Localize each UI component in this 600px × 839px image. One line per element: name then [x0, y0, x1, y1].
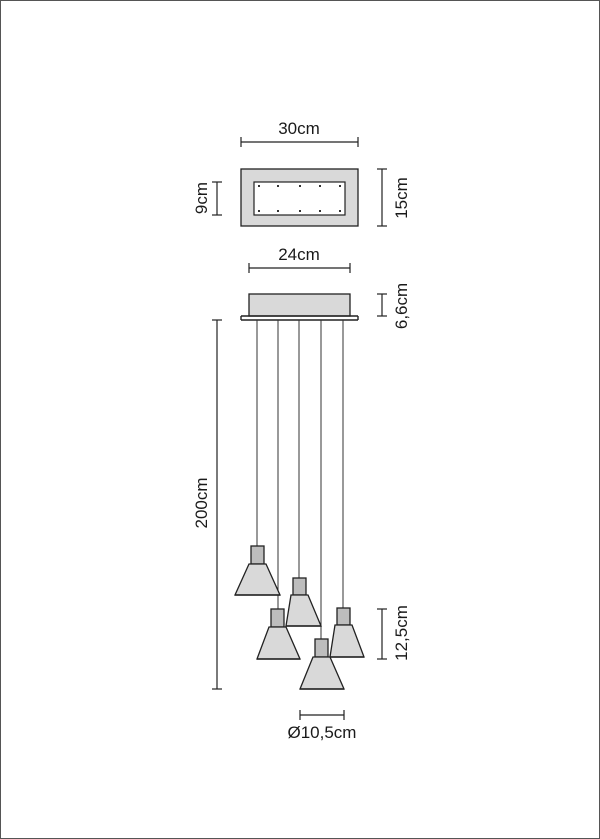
canopy-top-view: 30cm 9cm 15cm [192, 119, 411, 227]
canopy-inner-rect [253, 181, 346, 216]
dim-label-shade-diameter: Ø10,5cm [288, 723, 357, 742]
dim-label-inner: 9cm [192, 182, 211, 214]
canopy-block [248, 293, 351, 317]
lamp-shade-2 [285, 577, 322, 627]
dim-label-canopy-depth: 15cm [392, 177, 411, 219]
lamp-shade-3 [256, 608, 301, 660]
dim-label-side-width: 24cm [278, 245, 320, 264]
lamp-shade-5 [299, 638, 345, 690]
canopy-screw-dots [258, 185, 341, 212]
pendant-side-view: 24cm 6,6cm 200cm [192, 245, 411, 742]
lamp-shade-1 [233, 545, 282, 596]
dim-label-cable-length: 200cm [192, 477, 211, 528]
lamp-shade-4 [329, 607, 365, 658]
suspension-cables [256, 320, 344, 639]
dim-label-shade-height: 12,5cm [392, 605, 411, 661]
dim-label-canopy-width: 30cm [278, 119, 320, 138]
dim-label-canopy-height: 6,6cm [392, 283, 411, 329]
